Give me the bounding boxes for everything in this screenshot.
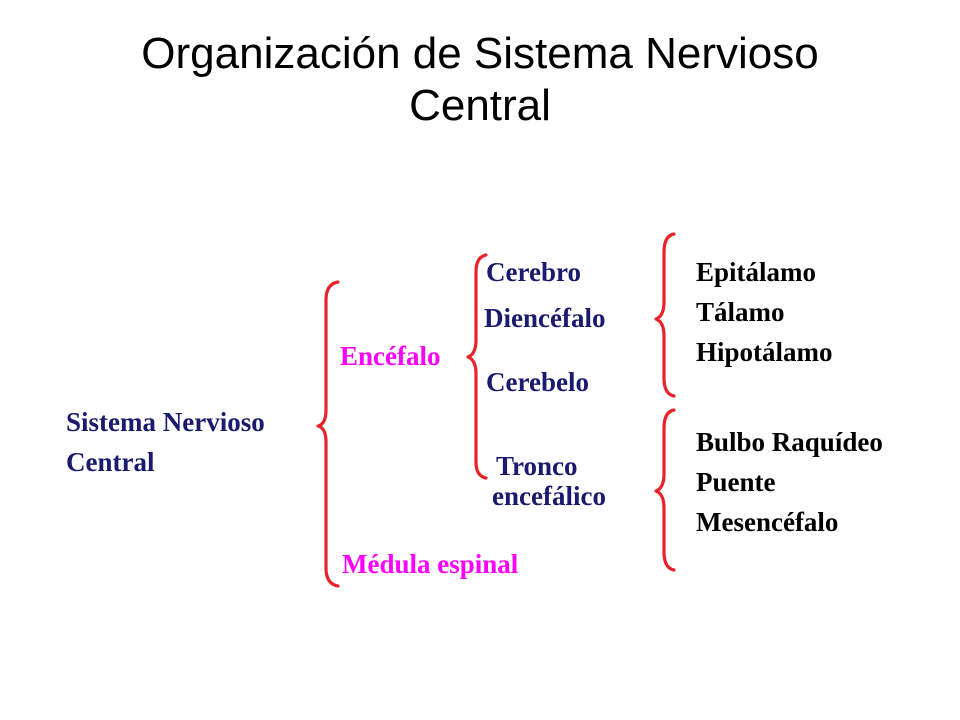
- label-puente: Puente: [696, 467, 776, 497]
- label-tronco-line-2: encefálico: [492, 481, 606, 511]
- brace-encefalo: [466, 253, 488, 480]
- label-mesencefalo: Mesencéfalo: [696, 507, 839, 537]
- brace-diencefalo: [654, 232, 676, 398]
- slide-title-line-2: Central: [409, 81, 551, 130]
- label-talamo: Tálamo: [696, 297, 785, 327]
- label-cerebro: Cerebro: [486, 257, 581, 287]
- root-label-line-2: Central: [66, 447, 155, 477]
- slide-title-line-1: Organización de Sistema Nervioso: [141, 29, 819, 78]
- brace-root: [316, 280, 340, 588]
- label-medula-espinal: Médula espinal: [342, 549, 519, 579]
- label-bulbo-raquideo: Bulbo Raquídeo: [696, 427, 883, 457]
- slide-title: Organización de Sistema Nervioso Central: [0, 28, 960, 132]
- brace-tronco: [654, 408, 676, 572]
- label-diencefalo: Diencéfalo: [484, 303, 606, 333]
- root-label-line-1: Sistema Nervioso: [66, 407, 265, 437]
- label-encefalo: Encéfalo: [340, 341, 441, 371]
- label-epitalamo: Epitálamo: [696, 257, 817, 287]
- label-hipotalamo: Hipotálamo: [696, 337, 833, 367]
- label-tronco-line-1: Tronco: [496, 451, 578, 481]
- label-cerebelo: Cerebelo: [486, 367, 589, 397]
